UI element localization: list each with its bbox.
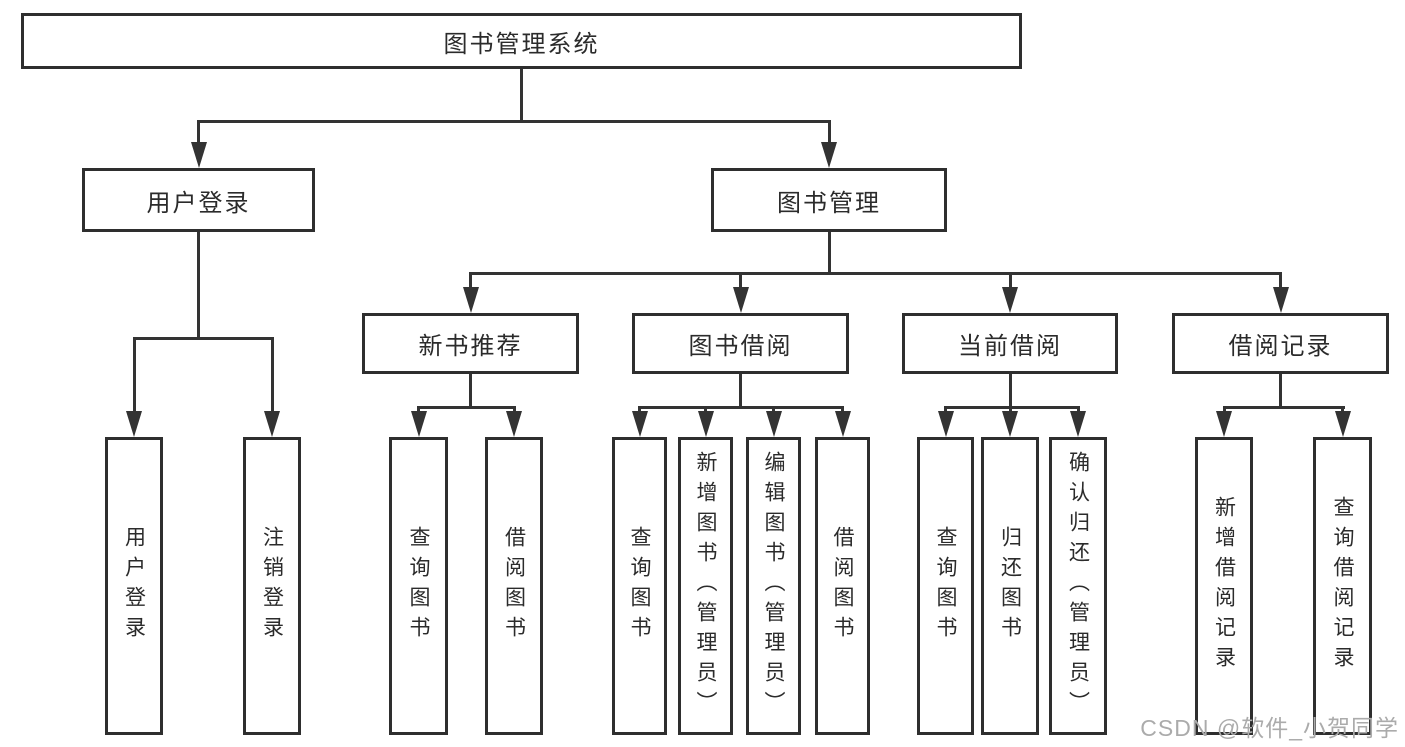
arrowhead-down-icon xyxy=(1273,287,1289,313)
node-label: 新增借阅记录 xyxy=(1212,496,1236,676)
arrowhead-down-icon xyxy=(632,411,648,437)
node-user-login: 用户登录 xyxy=(82,168,315,232)
arrowhead-down-icon xyxy=(766,411,782,437)
csdn-watermark: CSDN @软件_小贺同学 xyxy=(1140,715,1399,741)
node-leaf-nbr-borrow: 借阅图书 xyxy=(485,437,543,735)
node-borrow-records: 借阅记录 xyxy=(1172,313,1389,374)
node-label: 用户登录 xyxy=(146,189,251,217)
arrowhead-down-icon xyxy=(506,411,522,437)
connector-segment xyxy=(469,374,472,409)
connector-segment xyxy=(828,120,831,150)
node-label: 借阅图书 xyxy=(502,526,526,646)
connector-segment xyxy=(739,374,742,409)
node-root: 图书管理系统 xyxy=(21,13,1022,69)
node-book-borrow: 图书借阅 xyxy=(632,313,849,374)
node-leaf-bb-add: 新增图书（管理员） xyxy=(678,437,733,735)
node-label: 借阅记录 xyxy=(1228,333,1333,360)
node-leaf-br-add: 新增借阅记录 xyxy=(1195,437,1253,735)
connector-segment xyxy=(739,272,742,295)
arrowhead-down-icon xyxy=(1070,411,1086,437)
arrowhead-down-icon xyxy=(264,411,280,437)
connector-segment xyxy=(1279,272,1282,295)
node-leaf-logout: 注销登录 xyxy=(243,437,301,735)
connector-segment xyxy=(197,120,200,150)
node-label: 确认归还（管理员） xyxy=(1066,451,1090,721)
connector-segment xyxy=(1223,406,1345,409)
arrowhead-down-icon xyxy=(411,411,427,437)
node-current-borrow: 当前借阅 xyxy=(902,313,1118,374)
arrowhead-down-icon xyxy=(463,287,479,313)
arrowhead-down-icon xyxy=(1216,411,1232,437)
node-leaf-bb-edit: 编辑图书（管理员） xyxy=(746,437,801,735)
node-label: 注销登录 xyxy=(260,526,284,646)
node-label: 新书推荐 xyxy=(418,333,523,360)
node-label: 查询图书 xyxy=(934,526,957,646)
node-label: 查询图书 xyxy=(628,526,651,646)
node-label: 用户登录 xyxy=(122,526,146,646)
arrowhead-down-icon xyxy=(698,411,714,437)
node-leaf-bb-borrow: 借阅图书 xyxy=(815,437,870,735)
node-label: 新增图书（管理员） xyxy=(694,451,717,721)
arrowhead-down-icon xyxy=(1335,411,1351,437)
arrowhead-down-icon xyxy=(126,411,142,437)
arrowhead-down-icon xyxy=(191,142,207,168)
node-leaf-cb-confirm: 确认归还（管理员） xyxy=(1049,437,1107,735)
node-leaf-cb-return: 归还图书 xyxy=(981,437,1039,735)
arrowhead-down-icon xyxy=(1002,287,1018,313)
connector-segment xyxy=(1009,374,1012,409)
connector-segment xyxy=(417,406,516,409)
node-new-book-rec: 新书推荐 xyxy=(362,313,579,374)
arrowhead-down-icon xyxy=(733,287,749,313)
arrowhead-down-icon xyxy=(835,411,851,437)
connector-segment xyxy=(520,69,523,123)
node-leaf-br-query: 查询借阅记录 xyxy=(1313,437,1372,735)
node-label: 归还图书 xyxy=(998,526,1022,646)
node-leaf-cb-query: 查询图书 xyxy=(917,437,974,735)
arrowhead-down-icon xyxy=(1002,411,1018,437)
connector-segment xyxy=(1279,374,1282,409)
connector-segment xyxy=(469,272,1282,275)
node-leaf-bb-query: 查询图书 xyxy=(612,437,667,735)
node-label: 查询借阅记录 xyxy=(1331,496,1354,676)
node-label: 借阅图书 xyxy=(831,526,854,646)
connector-segment xyxy=(133,337,274,340)
connector-segment xyxy=(197,120,831,123)
node-label: 图书管理 xyxy=(777,189,881,217)
node-label: 图书管理系统 xyxy=(443,30,600,58)
connector-segment xyxy=(638,406,844,409)
node-label: 查询图书 xyxy=(407,526,430,646)
node-leaf-user-login: 用户登录 xyxy=(105,437,163,735)
connector-segment xyxy=(1009,272,1012,295)
node-book-mgmt: 图书管理 xyxy=(711,168,947,232)
node-label: 编辑图书（管理员） xyxy=(762,451,785,721)
arrowhead-down-icon xyxy=(938,411,954,437)
connector-segment xyxy=(197,232,200,340)
node-leaf-nbr-query: 查询图书 xyxy=(389,437,448,735)
connector-segment xyxy=(133,337,136,419)
connector-segment xyxy=(828,232,831,275)
connector-segment xyxy=(469,272,472,295)
connector-segment xyxy=(271,337,274,419)
arrowhead-down-icon xyxy=(821,142,837,168)
node-label: 当前借阅 xyxy=(958,333,1062,360)
node-label: 图书借阅 xyxy=(688,333,793,360)
